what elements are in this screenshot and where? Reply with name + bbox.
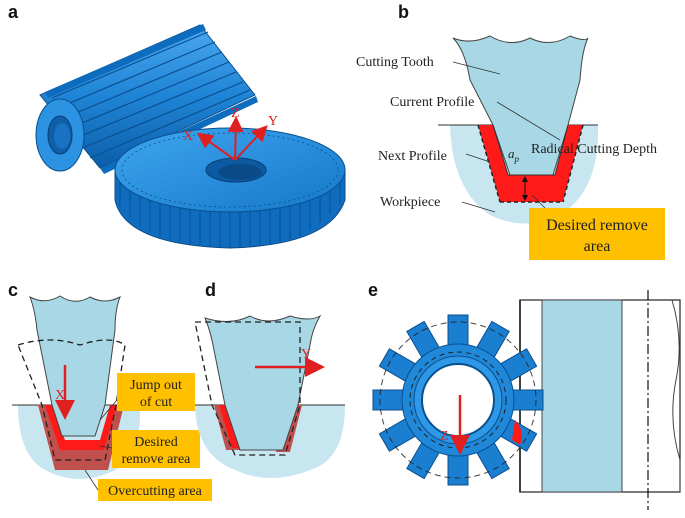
- panel-d-label: d: [205, 280, 216, 300]
- axis-x-label: X: [183, 129, 193, 144]
- label-radial-depth: Radical Cutting Depth: [531, 142, 657, 157]
- tooth-c: [29, 295, 121, 437]
- desired-remove-area: [478, 125, 583, 202]
- label-current-profile: Current Profile: [390, 95, 474, 110]
- axes-a: X Z Y: [183, 106, 278, 161]
- label-ap: ap: [508, 146, 520, 164]
- tooth-d: [204, 314, 322, 451]
- panel-b: b Cutting Tooth Current Profile Next Pro…: [356, 2, 665, 260]
- axis-z-label-e: Z: [440, 429, 449, 444]
- desired-remove-box: [529, 208, 665, 260]
- axis-y-label: Y: [268, 114, 278, 129]
- gear-cutter: [372, 314, 544, 486]
- panel-a: a: [8, 2, 346, 249]
- overcutting-label: Overcutting area: [108, 484, 202, 499]
- desired-line2-c: remove area: [122, 452, 192, 467]
- jump-out-line2: of cut: [140, 395, 172, 410]
- desired-remove-line1: Desired remove: [546, 217, 648, 234]
- axis-y-label-d: Y: [301, 347, 311, 362]
- overcut-area: [38, 405, 124, 470]
- gear-workpiece: [114, 127, 346, 249]
- desired-line1-c: Desired: [134, 435, 178, 450]
- label-next-profile: Next Profile: [378, 149, 447, 164]
- axis-x-label-c: X: [55, 388, 65, 403]
- desired-remove-line2: area: [584, 238, 611, 255]
- label-workpiece: Workpiece: [380, 195, 440, 210]
- panel-c: c X Jump out of cut Desired remove area …: [8, 280, 212, 501]
- jump-out-line1: Jump out: [130, 378, 182, 393]
- panel-a-label: a: [8, 2, 19, 22]
- axis-z-label: Z: [231, 106, 240, 121]
- panel-e: e: [368, 280, 681, 510]
- panel-c-label: c: [8, 280, 18, 300]
- desired-area-c: [45, 405, 117, 450]
- panel-e-label: e: [368, 280, 378, 300]
- panel-d: d Y: [194, 280, 345, 478]
- panel-b-label: b: [398, 2, 409, 22]
- label-cutting-tooth: Cutting Tooth: [356, 55, 434, 70]
